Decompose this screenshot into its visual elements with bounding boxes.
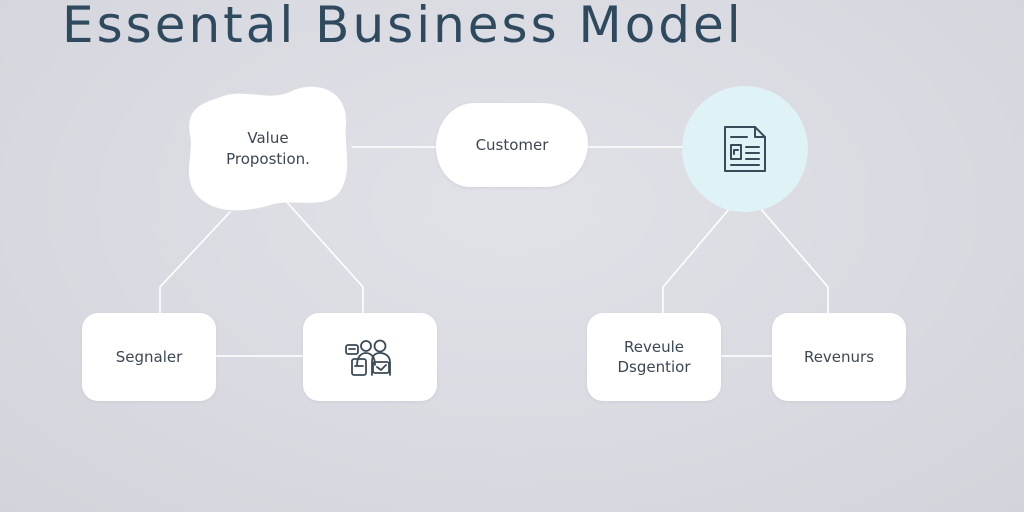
segnaler-node[interactable]: Segnaler bbox=[82, 313, 216, 401]
connector-value-segnaler bbox=[159, 211, 231, 314]
cloud-shape bbox=[188, 86, 348, 211]
revenus-label: Revenurs bbox=[803, 348, 875, 366]
customer-node[interactable]: Customer bbox=[436, 103, 588, 187]
customer-label: Customer bbox=[475, 136, 549, 154]
document-icon bbox=[724, 126, 766, 172]
value-proposition-node[interactable]: Value Propostion. bbox=[184, 84, 352, 216]
segnaler-label: Segnaler bbox=[115, 348, 183, 366]
revenue-description-node[interactable]: Reveule Dsgentior bbox=[587, 313, 721, 401]
revenue-description-line-2: Dsgentior bbox=[617, 358, 691, 376]
page-title: Essental Business Model bbox=[62, 0, 744, 54]
people-node[interactable] bbox=[303, 313, 437, 401]
people-icon bbox=[345, 339, 391, 376]
revenus-node[interactable]: Revenurs bbox=[772, 313, 906, 401]
value-proposition-line-2: Propostion. bbox=[226, 150, 310, 168]
connector-document-revenus bbox=[759, 207, 829, 314]
document-node[interactable] bbox=[682, 86, 808, 212]
value-proposition-line-1: Value bbox=[247, 129, 289, 147]
revenue-description-line-1: Reveule bbox=[623, 338, 684, 356]
connector-value-people bbox=[284, 199, 364, 314]
connector-document-revdesc bbox=[662, 207, 731, 314]
